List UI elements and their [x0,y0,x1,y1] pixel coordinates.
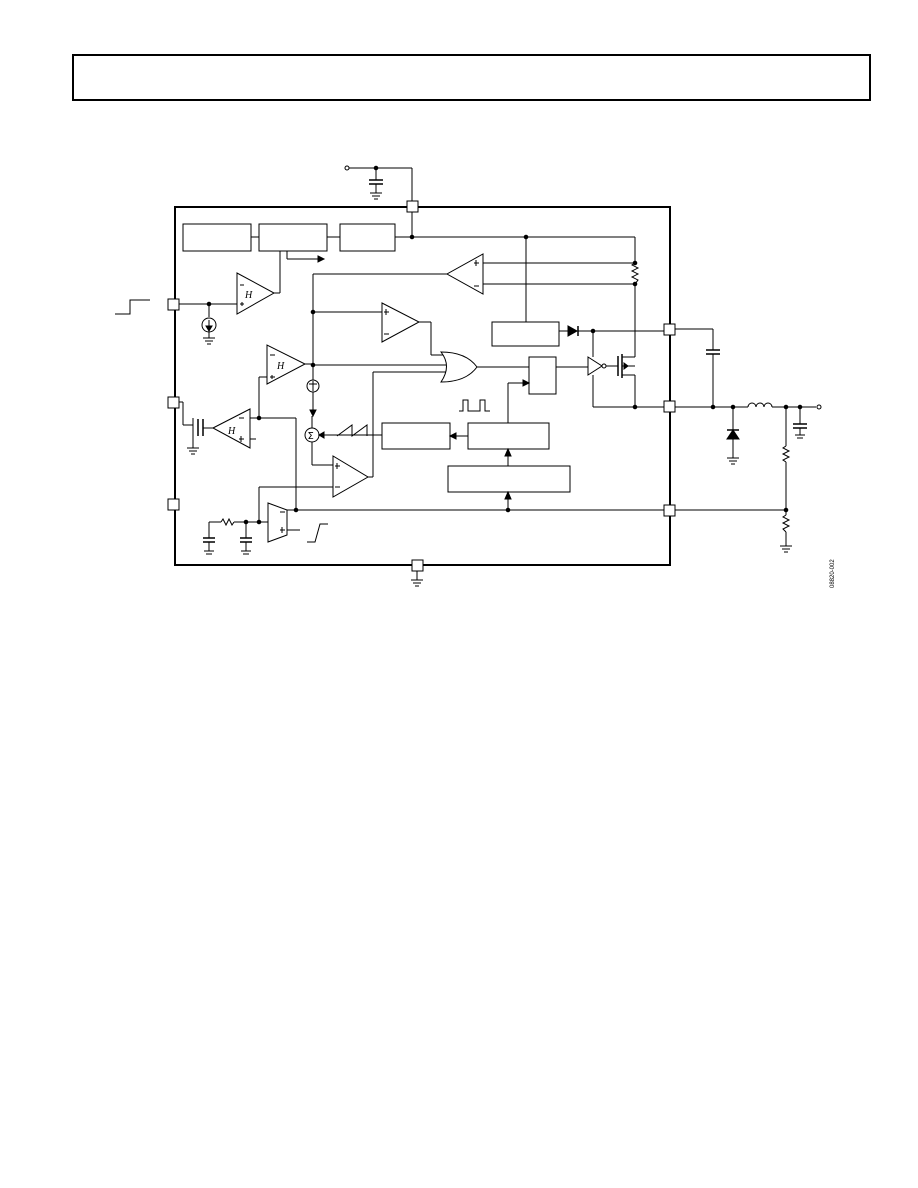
soft-start-circuit: H [179,401,296,455]
svg-text:Σ: Σ [308,431,314,442]
pin-soft-start [167,396,180,409]
pin-fb [663,504,676,517]
output-capacitor [793,407,807,439]
bootstrap-capacitor [675,328,720,407]
svg-text:H: H [227,426,236,437]
block-oscillator [467,422,550,450]
output-inductor [747,402,822,410]
or-gate [439,351,478,383]
figure-id: 08820-002 [830,559,836,588]
block-latch [528,356,557,395]
pin-gnd [411,559,424,572]
block-slope-compensation [381,422,451,450]
block-frequency-foldback [447,465,571,493]
current-sense-amp [312,237,640,380]
enable-comparator: H [179,251,281,345]
chip-outline [174,206,671,566]
summing-node: Σ [304,416,382,466]
error-amplifier [259,418,664,543]
soft-start-comparator: H [258,344,316,418]
block-regulator [339,223,396,252]
enable-step-waveform [115,299,150,315]
bootstrap-diode [559,325,664,337]
compensation-network [203,517,262,555]
overcurrent-comparator [310,302,444,356]
supply-input [344,165,413,201]
pin-sw [663,400,676,413]
svg-text:H: H [276,361,285,372]
page-header-box [72,54,871,101]
slope-current-source [306,379,320,418]
block-uvlo [182,223,252,252]
ramp-waveform [336,424,368,437]
catch-diode [726,407,740,465]
feedback-divider [675,407,792,553]
pin-vin [406,200,419,213]
pin-bst [663,323,676,336]
pwm-comparator [258,372,374,522]
pin-comp [167,498,180,511]
pin-enable [167,298,180,311]
ground-symbol [411,571,423,587]
block-boost-regulator [491,321,560,347]
clock-waveform [459,399,490,412]
svg-text:H: H [244,290,253,301]
block-reference [258,223,328,252]
power-mosfet [617,352,636,407]
gate-driver [587,331,618,407]
